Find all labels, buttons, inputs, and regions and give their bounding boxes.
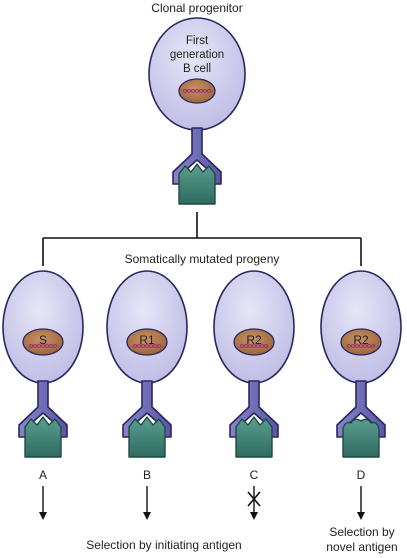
cell-body bbox=[106, 270, 188, 384]
nucleus-label: R2 bbox=[353, 333, 369, 347]
nucleus bbox=[178, 78, 216, 104]
cell-label-line-3: B cell bbox=[183, 63, 211, 75]
cell-letter-d: D bbox=[357, 468, 366, 482]
cell-body bbox=[320, 270, 402, 384]
nucleus-label: S bbox=[39, 333, 47, 347]
cell-letter-b: B bbox=[143, 468, 151, 482]
nucleus: R2 bbox=[340, 328, 382, 356]
selection-novel-label-line-1: Selection by bbox=[329, 525, 394, 539]
lineage-connector bbox=[42, 212, 362, 266]
progeny-label: Somatically mutated progeny bbox=[125, 252, 280, 266]
cell-body bbox=[2, 270, 84, 384]
first-generation-b-cell: First generation B cell bbox=[148, 17, 246, 205]
progeny-cell-b: R1B bbox=[106, 270, 188, 520]
cell-letter-c: C bbox=[250, 468, 259, 482]
antigen bbox=[128, 416, 166, 458]
selection-initiating-label: Selection by initiating antigen bbox=[86, 538, 241, 552]
selection-novel-label-line-2: novel antigen bbox=[326, 540, 397, 554]
blocked-selection-arrow bbox=[247, 486, 261, 520]
nucleus-label: R2 bbox=[246, 333, 262, 347]
cell-body bbox=[213, 270, 295, 384]
progeny-cell-d: R2D bbox=[320, 270, 402, 520]
antigen bbox=[24, 416, 62, 458]
progeny-cell-c: R2C bbox=[213, 270, 295, 520]
antigen bbox=[178, 163, 216, 205]
cell-label-line-1: First bbox=[186, 35, 209, 47]
antigen bbox=[235, 416, 273, 458]
clonal-progenitor-label: Clonal progenitor bbox=[151, 1, 242, 15]
progeny-cell-a: SA bbox=[2, 270, 84, 520]
nucleus: R1 bbox=[126, 328, 168, 356]
cell-letter-a: A bbox=[39, 468, 47, 482]
nucleus: R2 bbox=[233, 328, 275, 356]
nucleus: S bbox=[22, 328, 64, 356]
nucleus-label: R1 bbox=[139, 333, 155, 347]
cell-label-line-2: generation bbox=[170, 49, 224, 61]
antigen bbox=[342, 418, 380, 458]
